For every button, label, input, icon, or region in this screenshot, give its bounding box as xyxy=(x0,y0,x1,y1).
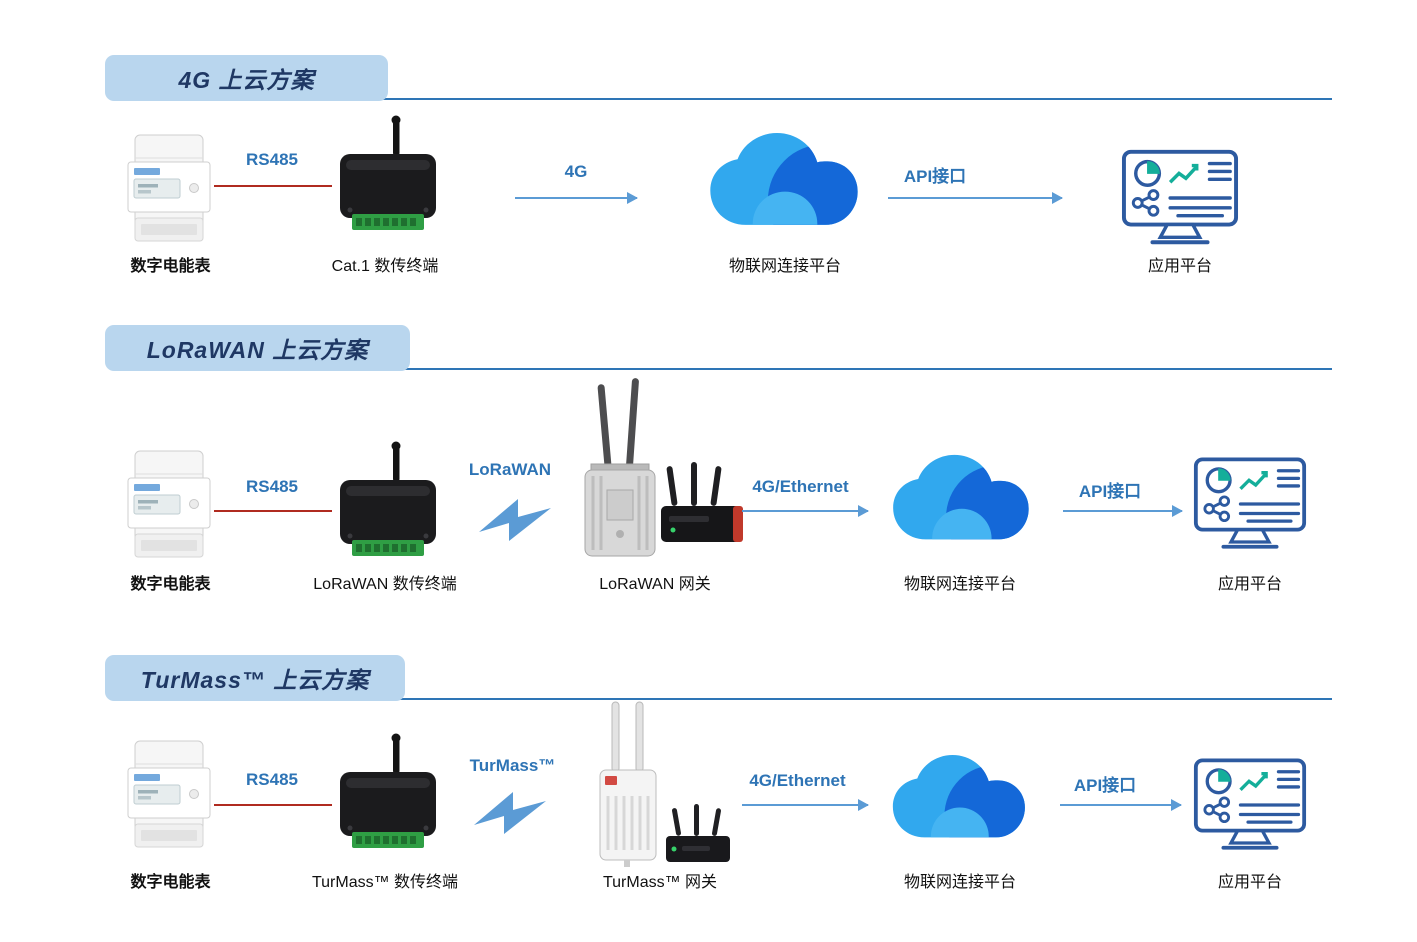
gateway-label: TurMass™ 网关 xyxy=(602,874,718,891)
section-title: TurMass™ 上云方案 xyxy=(140,667,370,693)
api-arrow xyxy=(1063,505,1183,517)
section-banner: 4G 上云方案 xyxy=(105,55,388,101)
rs485-label: RS485 xyxy=(246,477,298,496)
app-label: 应用平台 xyxy=(1217,874,1282,891)
iot-cloud-icon xyxy=(882,450,1038,548)
section-banner: TurMass™ 上云方案 xyxy=(105,655,405,701)
terminal-label: TurMass™ 数传终端 xyxy=(311,874,459,891)
api-arrow xyxy=(1060,799,1182,811)
cat1-dtu-icon xyxy=(330,114,442,244)
meter-label: 数字电能表 xyxy=(130,258,211,275)
cloud-label: 物联网连接平台 xyxy=(903,576,1016,593)
wireless-label: TurMass™ xyxy=(469,756,556,775)
iot-cloud-icon xyxy=(698,128,868,234)
rs485-line xyxy=(214,804,332,806)
turmass-dtu-icon xyxy=(330,732,442,862)
lightning-bolt-icon xyxy=(470,788,550,838)
app-platform-monitor-icon xyxy=(1193,756,1307,854)
lorawan-dtu-icon xyxy=(330,440,442,570)
turmass-gateway-icon xyxy=(578,700,738,868)
terminal-label: Cat.1 数传终端 xyxy=(331,258,439,275)
section-divider-line xyxy=(110,368,1332,370)
lorawan-gateway-icon xyxy=(565,378,750,568)
rs485-line xyxy=(214,185,332,187)
rs485-line xyxy=(214,510,332,512)
uplink-label: 4G xyxy=(564,162,588,181)
uplink-arrow xyxy=(742,799,869,811)
meter-label: 数字电能表 xyxy=(130,576,211,593)
api-label: API接口 xyxy=(1078,482,1142,501)
cloud-label: 物联网连接平台 xyxy=(728,258,841,275)
terminal-label: LoRaWAN 数传终端 xyxy=(313,576,457,593)
wireless-label: LoRaWAN xyxy=(468,460,552,479)
iot-cloud-icon xyxy=(882,750,1034,846)
gateway-label: LoRaWAN 网关 xyxy=(599,576,711,593)
section-divider-line xyxy=(110,698,1332,700)
energy-meter-icon xyxy=(123,132,215,244)
rs485-label: RS485 xyxy=(246,770,298,789)
uplink-arrow xyxy=(742,505,869,517)
meter-label: 数字电能表 xyxy=(130,874,211,891)
app-platform-monitor-icon xyxy=(1193,455,1307,553)
rs485-label: RS485 xyxy=(246,150,298,169)
section-title: 4G 上云方案 xyxy=(178,67,315,93)
app-platform-monitor-icon xyxy=(1121,148,1239,248)
app-label: 应用平台 xyxy=(1147,258,1212,275)
lightning-bolt-icon xyxy=(475,495,555,545)
section-title: LoRaWAN 上云方案 xyxy=(146,337,369,363)
section-banner: LoRaWAN 上云方案 xyxy=(105,325,410,371)
app-label: 应用平台 xyxy=(1217,576,1282,593)
api-label: API接口 xyxy=(903,167,967,186)
uplink-arrow xyxy=(515,192,638,204)
section-divider-line xyxy=(110,98,1332,100)
energy-meter-icon xyxy=(123,448,215,560)
cloud-label: 物联网连接平台 xyxy=(903,874,1016,891)
api-label: API接口 xyxy=(1073,776,1137,795)
uplink-label: 4G/Ethernet xyxy=(749,771,846,790)
energy-meter-icon xyxy=(123,738,215,850)
uplink-label: 4G/Ethernet xyxy=(752,477,849,496)
api-arrow xyxy=(888,192,1063,204)
